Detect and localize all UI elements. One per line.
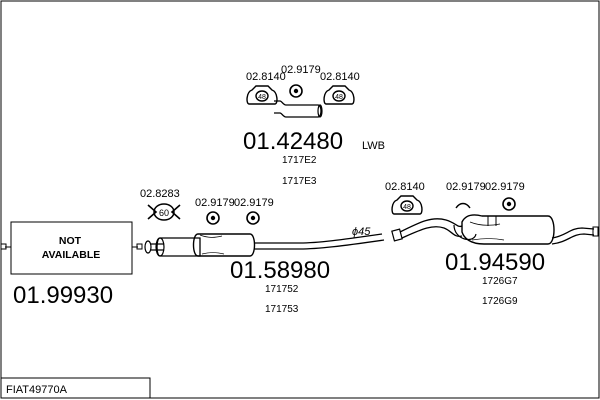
rear-alt-number-1: 1726G7: [482, 276, 518, 287]
lwb-pipe-outline: [274, 100, 322, 118]
rear-hanger-code-2: 02.9179: [485, 181, 525, 193]
rear-alt-number-2: 1726G9: [482, 296, 518, 307]
rear-silencer-assembly[interactable]: [391, 214, 599, 245]
hanger-hole-icon: [250, 215, 256, 221]
front-hanger-code-2: 02.9179: [234, 197, 274, 209]
rear-hanger-code-1: 02.9179: [446, 181, 486, 193]
clamp-brackets: [147, 204, 181, 220]
rear-silencer-shading: [469, 221, 505, 241]
front-flange: [144, 240, 152, 254]
front-outlet-pipe: [254, 233, 385, 250]
connector-right: [136, 243, 143, 250]
mid-alt-number-1: 1717E2: [282, 155, 317, 166]
connector-left: [0, 243, 7, 250]
gasket-flange-icon: [391, 195, 423, 215]
hanger-hole-icon: [293, 88, 299, 94]
mid-gasket-2[interactable]: 48: [323, 85, 355, 105]
gasket-flange-icon: [246, 85, 278, 105]
not-available-part[interactable]: NOT AVAILABLE: [0, 221, 143, 275]
front-alt-number-1: 171752: [265, 284, 299, 295]
not-available-line1: NOT: [59, 235, 82, 247]
hanger-hole-icon: [506, 201, 512, 207]
mid-part-number[interactable]: 01.42480: [243, 128, 343, 155]
rubber-hanger-icon: [246, 211, 260, 225]
mid-hanger[interactable]: [289, 84, 303, 98]
mid-pipe[interactable]: [274, 100, 323, 118]
mid-hanger-code: 02.9179: [281, 64, 321, 76]
middle-silencer-shading: [199, 234, 225, 255]
lwb-pipe-end: [317, 104, 323, 118]
front-alt-number-2: 171753: [265, 304, 299, 315]
rubber-hanger-icon: [289, 84, 303, 98]
mid-gasket-code-1: 02.8140: [246, 71, 286, 83]
rear-inlet-clamp: [391, 228, 403, 242]
middle-silencer-body: [192, 233, 256, 257]
hanger-hook-icon: [455, 202, 471, 209]
rear-tail-pipe: [551, 227, 595, 245]
rear-hanger-2[interactable]: [502, 197, 516, 211]
mid-part-suffix: LWB: [362, 140, 385, 152]
pipe-diameter-note: ϕ45: [352, 226, 371, 238]
rear-tail-connector: [592, 226, 599, 237]
rear-gasket-code: 02.8140: [385, 181, 425, 193]
rear-part-number[interactable]: 01.94590: [445, 249, 545, 276]
not-available-box: [10, 221, 133, 275]
rear-gasket[interactable]: 48: [391, 195, 423, 215]
rear-gasket-badge: 48: [403, 204, 411, 211]
mid-gasket-code-2: 02.8140: [320, 71, 360, 83]
mid-gasket-badge-1: 48: [258, 94, 266, 101]
clamp-ring-icon: [153, 203, 175, 221]
gasket-ring-icon: [255, 90, 269, 102]
gasket-ring-icon: [332, 90, 346, 102]
front-clamp-code: 02.8283: [140, 188, 180, 200]
mid-gasket-badge-2: 48: [335, 94, 343, 101]
front-clamp[interactable]: 60: [147, 203, 181, 221]
front-hanger-1[interactable]: [206, 211, 220, 225]
rear-resonator: [453, 224, 477, 241]
hanger-hole-icon: [210, 215, 216, 221]
gasket-ring-icon: [400, 200, 414, 212]
mid-gasket-1[interactable]: 48: [246, 85, 278, 105]
front-part-number[interactable]: 01.58980: [230, 257, 330, 284]
front-hanger-2[interactable]: [246, 211, 260, 225]
diagram-id-box: [0, 377, 151, 399]
not-available-line2: AVAILABLE: [42, 249, 101, 261]
gasket-flange-icon: [323, 85, 355, 105]
front-silencer-end: [155, 237, 165, 257]
rubber-hanger-icon: [502, 197, 516, 211]
rear-silencer-body: [461, 214, 555, 245]
rear-silencer-stubs: [487, 216, 497, 226]
diagram-id: FIAT49770A: [6, 384, 68, 396]
rubber-hanger-icon: [206, 211, 220, 225]
front-pipe-assembly[interactable]: [144, 233, 385, 257]
rear-inlet-pipe: [399, 218, 463, 239]
front-hanger-code-1: 02.9179: [195, 197, 235, 209]
rear-hanger-1[interactable]: [455, 202, 471, 209]
front-clamp-badge: 60: [159, 208, 169, 218]
not-available-part-number[interactable]: 01.99930: [13, 282, 113, 309]
mid-alt-number-2: 1717E3: [282, 176, 317, 187]
